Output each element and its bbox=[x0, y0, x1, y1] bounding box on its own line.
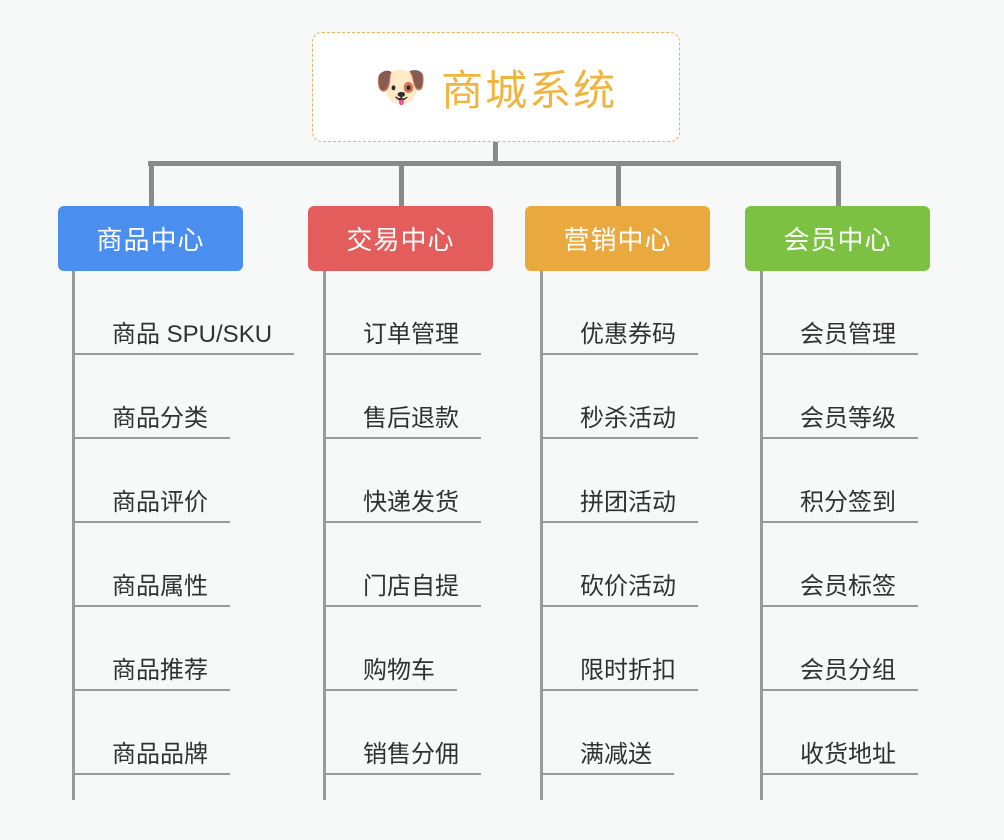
connector-horizontal-bus bbox=[148, 161, 840, 166]
leaf-item-label: 商品品牌 bbox=[112, 741, 208, 769]
leaf-item[interactable]: 门店自提 bbox=[323, 523, 481, 607]
leaf-item[interactable]: 商品属性 bbox=[72, 523, 230, 607]
leaf-item[interactable]: 会员管理 bbox=[760, 271, 918, 355]
leaf-item[interactable]: 限时折扣 bbox=[540, 607, 698, 691]
connector-drop-1 bbox=[148, 161, 154, 206]
connector-drop-3 bbox=[615, 161, 621, 206]
leaf-item-label: 限时折扣 bbox=[580, 657, 676, 685]
leaf-item-label: 砍价活动 bbox=[580, 573, 676, 601]
leaf-item-label: 订单管理 bbox=[363, 321, 459, 349]
leaf-item-label: 会员标签 bbox=[800, 573, 896, 601]
leaf-item-label: 商品评价 bbox=[112, 489, 208, 517]
leaf-item[interactable]: 积分签到 bbox=[760, 439, 918, 523]
category-label: 商品中心 bbox=[96, 225, 205, 255]
category-box-2[interactable]: 交易中心 bbox=[308, 206, 493, 271]
leaf-item-label: 购物车 bbox=[363, 657, 435, 685]
root-node-title: 商城系统 bbox=[441, 66, 618, 114]
leaf-item[interactable]: 砍价活动 bbox=[540, 523, 698, 607]
leaf-item[interactable]: 会员等级 bbox=[760, 355, 918, 439]
category-label: 会员中心 bbox=[783, 225, 892, 255]
leaf-item-label: 收货地址 bbox=[800, 741, 896, 769]
category-box-4[interactable]: 会员中心 bbox=[745, 206, 930, 271]
leaf-item[interactable]: 销售分佣 bbox=[323, 691, 481, 775]
leaf-item[interactable]: 商品分类 bbox=[72, 355, 230, 439]
leaf-item-label: 快递发货 bbox=[363, 489, 459, 517]
leaf-item[interactable]: 拼团活动 bbox=[540, 439, 698, 523]
leaf-item-label: 会员等级 bbox=[800, 405, 896, 433]
leaf-item-label: 积分签到 bbox=[800, 489, 896, 517]
leaf-item[interactable]: 订单管理 bbox=[323, 271, 481, 355]
leaf-item-label: 门店自提 bbox=[363, 573, 459, 601]
connector-drop-2 bbox=[398, 161, 404, 206]
leaf-item-label: 销售分佣 bbox=[363, 741, 459, 769]
leaf-item-label: 商品属性 bbox=[112, 573, 208, 601]
leaf-item[interactable]: 快递发货 bbox=[323, 439, 481, 523]
leaf-item-label: 会员分组 bbox=[800, 657, 896, 685]
leaf-trunk-line bbox=[72, 271, 75, 800]
leaf-item-label: 商品推荐 bbox=[112, 657, 208, 685]
leaf-trunk-line bbox=[760, 271, 763, 800]
leaf-item[interactable]: 购物车 bbox=[323, 607, 457, 691]
leaf-item-label: 会员管理 bbox=[800, 321, 896, 349]
leaf-item-label: 商品分类 bbox=[112, 405, 208, 433]
leaf-item-label: 售后退款 bbox=[363, 405, 459, 433]
leaf-item[interactable]: 商品推荐 bbox=[72, 607, 230, 691]
leaf-item-label: 优惠券码 bbox=[580, 321, 676, 349]
leaf-item[interactable]: 秒杀活动 bbox=[540, 355, 698, 439]
leaf-item[interactable]: 会员标签 bbox=[760, 523, 918, 607]
category-label: 营销中心 bbox=[563, 225, 672, 255]
leaf-item[interactable]: 满减送 bbox=[540, 691, 674, 775]
leaf-trunk-line bbox=[540, 271, 543, 800]
leaf-item-label: 拼团活动 bbox=[580, 489, 676, 517]
category-label: 交易中心 bbox=[346, 225, 455, 255]
leaf-item[interactable]: 商品评价 bbox=[72, 439, 230, 523]
leaf-trunk-line bbox=[323, 271, 326, 800]
leaf-item[interactable]: 商品 SPU/SKU bbox=[72, 271, 295, 355]
category-box-3[interactable]: 营销中心 bbox=[525, 206, 710, 271]
connector-drop-4 bbox=[835, 161, 841, 206]
leaf-item[interactable]: 收货地址 bbox=[760, 691, 918, 775]
leaf-item[interactable]: 商品品牌 bbox=[72, 691, 230, 775]
root-node-shop-system[interactable]: 🐶 商城系统 bbox=[312, 32, 680, 142]
shiba-dog-face-icon: 🐶 bbox=[374, 63, 428, 110]
leaf-item[interactable]: 优惠券码 bbox=[540, 271, 698, 355]
leaf-item-label: 商品 SPU/SKU bbox=[112, 321, 273, 349]
category-box-1[interactable]: 商品中心 bbox=[58, 206, 243, 271]
leaf-item[interactable]: 售后退款 bbox=[323, 355, 481, 439]
leaf-item[interactable]: 会员分组 bbox=[760, 607, 918, 691]
leaf-item-label: 秒杀活动 bbox=[580, 405, 676, 433]
leaf-item-label: 满减送 bbox=[580, 741, 652, 769]
connector-root-stem bbox=[493, 142, 498, 163]
